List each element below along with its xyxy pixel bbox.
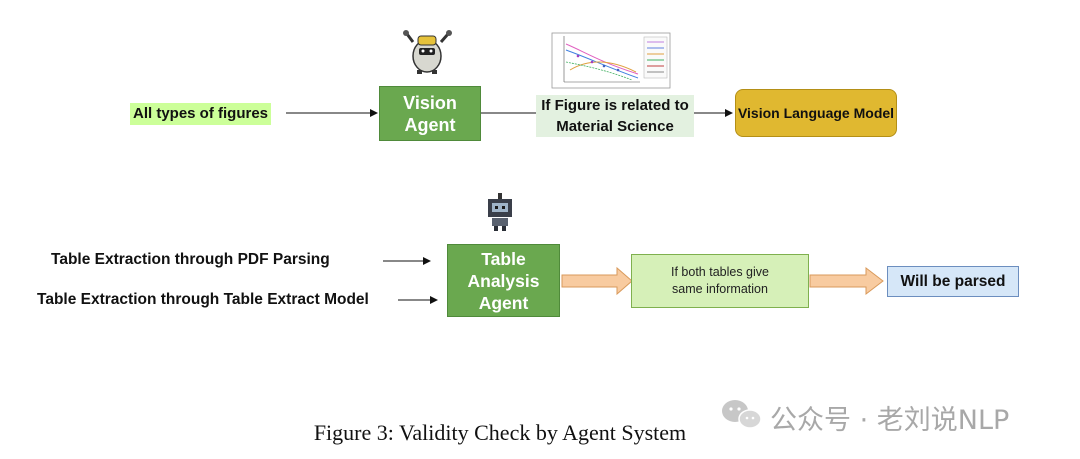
pixel-robot-icon [488,193,512,231]
vlm-label: Vision Language Model [737,105,895,121]
chat-bubble-icon [722,400,762,429]
materials-chart-thumbnail-icon [551,32,671,89]
robot-mascot-icon [403,30,452,74]
vision-agent-box: Vision Agent [379,86,481,141]
vision-language-model-box: Vision Language Model [735,89,897,137]
figure-caption: Figure 3: Validity Check by Agent System [313,420,687,445]
thick-arrow-condition-to-result [809,266,884,296]
result-will-be-parsed: Will be parsed [887,266,1019,297]
table-agent-label: Table Analysis Agent [467,248,540,313]
input-label-all-figures: All types of figures [130,103,272,125]
thick-arrow-agent-to-condition [561,266,633,296]
condition-material-science: If Figure is related to Material Science [536,95,694,137]
source-pdf-parsing: Table Extraction through PDF Parsing [51,251,330,268]
source-table-extract-model: Table Extraction through Table Extract M… [37,291,369,308]
condition-tables-match: If both tables give same information [631,254,809,308]
vision-agent-label: Vision Agent [403,92,457,135]
result-label: Will be parsed [900,272,1006,290]
watermark-text: 公众号 · 老刘说NLP [770,404,1010,436]
table-analysis-agent-box: Table Analysis Agent [447,244,560,317]
